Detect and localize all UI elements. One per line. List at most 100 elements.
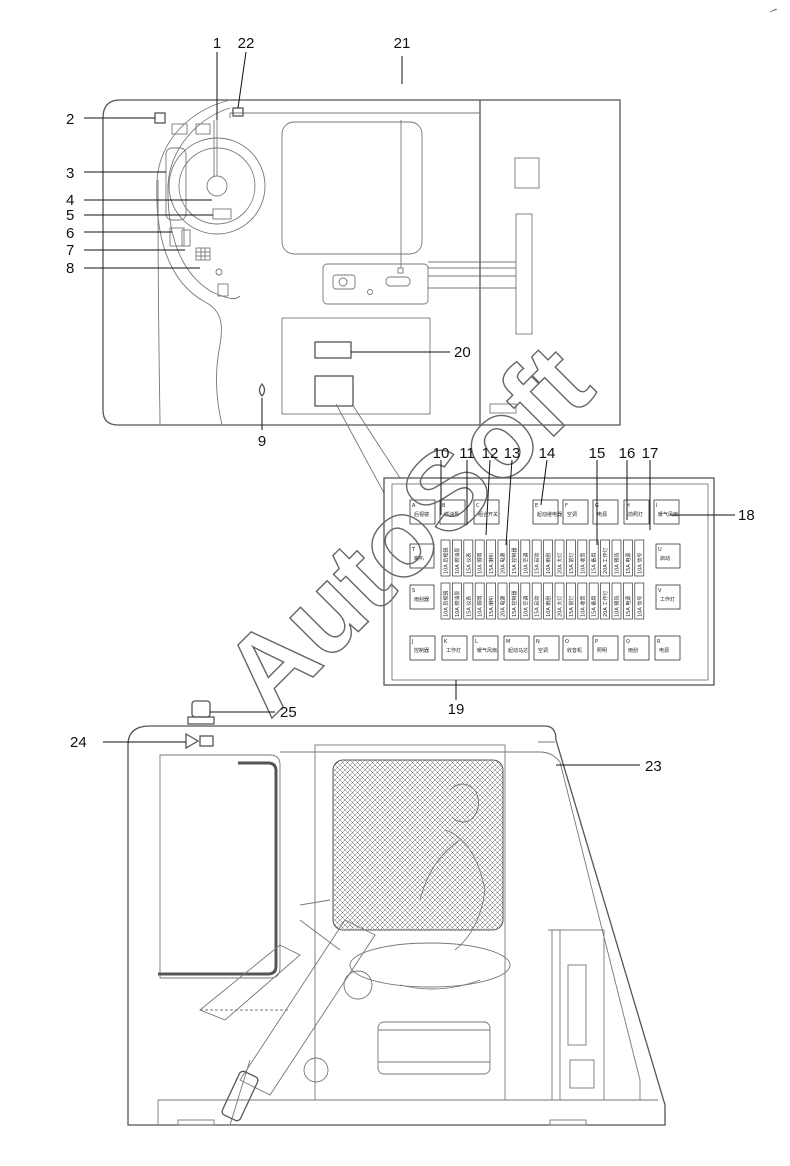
fuse-blade: 10A 后视镜 [440,539,451,577]
box-label: 起动继电器 [537,511,562,518]
fuse-blade: 20A 工作灯 [600,582,610,620]
box-letter: H [626,503,630,509]
fuse-blade-label: 15A 电源 [625,553,632,574]
fuse-blade: 10A 空调 [520,539,531,577]
box-letter: Q [626,639,630,645]
fuse-blade-label: 20A 电源 [500,553,507,574]
callout-13: 13 [504,445,521,462]
cab-top-view [102,99,621,426]
fuse-blade-label: 15A 电源 [625,596,632,617]
fuse-blade-label: 15A 仪表 [465,553,472,574]
bottom-box-O: O 收音机 [562,635,589,661]
callout-19: 19 [448,701,465,718]
fuse-blade-label: 10A 雨刮 [545,553,552,574]
switch-22 [232,107,244,117]
box-label: 燃油泵 [444,511,459,518]
box-letter: R [657,639,661,645]
box-label: 组合开关 [478,511,498,518]
box-letter: J [411,639,413,645]
box-letter: M [506,639,510,645]
box-letter: F [565,503,568,509]
fuse-blade-label: 15A 喇叭 [488,553,495,574]
fuse-blade: 20A 电源 [497,582,508,620]
box-letter: V [658,588,662,594]
dashboard-outline [156,99,231,426]
fuse-blade-label: 10A 照明 [478,553,484,574]
box-letter: I [656,503,657,509]
box-letter: K [444,639,448,645]
fuse-blade: 15A 仪表 [463,582,474,620]
fuse-blade-label: 10A 空调 [522,553,529,574]
fuse-blade-label: 20A 工作灯 [602,591,609,617]
fuse-blade: 10A 收音 [577,539,588,577]
callout-21: 21 [394,35,411,52]
bottom-box-P: P照明 [592,635,619,661]
console-square [514,157,540,189]
callout-17: 17 [642,445,659,462]
fuse-blade-label: 10A 预热 [614,596,621,617]
cab-side-view [127,700,666,1126]
fuse-blade-label: 15A 控制器 [511,591,518,617]
fuse-blade: 10A 后视镜 [440,582,451,620]
fuse-blade-label: 15A 备用 [591,596,598,617]
fuse-blade: 15A 启动 [531,539,542,577]
box-label: 电源 [597,511,607,518]
fuse-blade: 20A 电源 [497,539,508,577]
box-label: 空调 [538,647,548,654]
fuse-blade-label: 20A 大灯 [557,553,564,574]
callout-20: 20 [454,344,471,361]
fuse-blade: 15A 电源 [623,539,633,577]
callout-16: 16 [619,445,636,462]
box-letter: U [658,547,662,553]
fuse-blade-label: 20A 大灯 [557,596,564,617]
fuse-blade: 15A 喇叭 [486,582,496,620]
box-letter: A [412,503,416,509]
callout-5: 5 [66,207,74,224]
fuse-blade: 10A 信号 [634,539,645,577]
box-label: 喇叭 [414,555,424,562]
box-letter: E [535,503,538,509]
callout-7: 7 [66,242,74,259]
fuse-blade: 15A 启动 [531,582,542,620]
fuse-blade-label: 15A 备用 [591,553,598,574]
fuse-blade-label: 10A 后视镜 [443,591,450,617]
box-letter: O [565,639,569,645]
fuse-blade: 10A 照明 [474,539,485,577]
callout-24: 24 [70,734,87,751]
box-label: 工作灯 [660,596,675,603]
fuse-blade-label: 15A 启动 [534,596,541,617]
seat-suspension [377,1021,491,1075]
fuse-box-location [314,375,354,407]
top-box-F: F 空调 [562,499,589,525]
box-label: 暖气风扇 [658,511,678,518]
fuse-blade: 15A 电源 [623,582,633,620]
fuse-blade: 15A 备用 [588,539,599,577]
box-letter: T [411,547,416,553]
fuse-blade: 15A 仪表 [463,539,474,577]
box-label: 控制器 [414,647,429,654]
fuse-blade-label: 15A 前灯 [568,596,575,617]
callout-15: 15 [589,445,606,462]
side-box-V: V 工作灯 [655,584,681,610]
box-letter: N [536,639,540,645]
box-letter: L [475,639,478,645]
box-label: 空调 [567,511,577,518]
box-label: 暖气风扇 [477,647,497,654]
fuse-blade: 20A 大灯 [554,539,565,577]
callout-6: 6 [66,225,74,242]
callout-2: 2 [66,111,74,128]
callout-8: 8 [66,260,74,277]
bottom-box-Q: Q雨刮 [623,635,650,661]
fuse-blade: 10A 收音 [577,582,588,620]
operator-outline [399,783,486,990]
fuse-blade: 15A 前灯 [566,539,576,577]
fuse-blade: 15A 控制器 [509,582,519,620]
box-label: 收音机 [567,647,582,654]
switch-2 [154,112,166,124]
